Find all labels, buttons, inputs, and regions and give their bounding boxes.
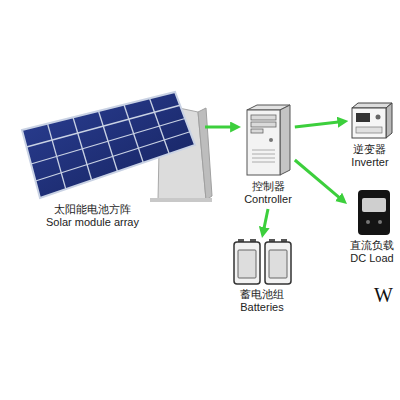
flow-arrow: [205, 126, 231, 129]
solar-panel: [22, 92, 195, 198]
node-label: Controller: [244, 193, 292, 206]
node-label: Inverter: [351, 156, 388, 169]
controller-tower: [247, 105, 290, 175]
node-label: Batteries: [240, 301, 284, 314]
node-label: Solar module array: [23, 216, 162, 229]
inverter-box: [352, 103, 392, 138]
dc-load: 直流负载DC Load: [347, 187, 397, 268]
controller: 控制器Controller: [241, 105, 295, 209]
flow-arrow: [295, 122, 339, 127]
flow-arrow: [295, 160, 340, 198]
inverter: 逆变器Inverter: [348, 101, 391, 172]
node-label: 太阳能电池方阵: [23, 203, 162, 216]
battery-pack: [234, 239, 291, 284]
battery-bank: 蓄电池组Batteries: [237, 238, 287, 317]
dc-load-device: [358, 190, 390, 235]
solar-array: 太阳能电池方阵Solar module array: [20, 90, 205, 232]
node-label: 直流负载: [350, 239, 394, 252]
node-label: 蓄电池组: [240, 288, 284, 301]
node-label: 逆变器: [351, 143, 388, 156]
node-label: 控制器: [244, 180, 292, 193]
node-label: DC Load: [350, 252, 394, 265]
watermark: W: [374, 284, 393, 307]
flow-arrow: [264, 209, 268, 228]
